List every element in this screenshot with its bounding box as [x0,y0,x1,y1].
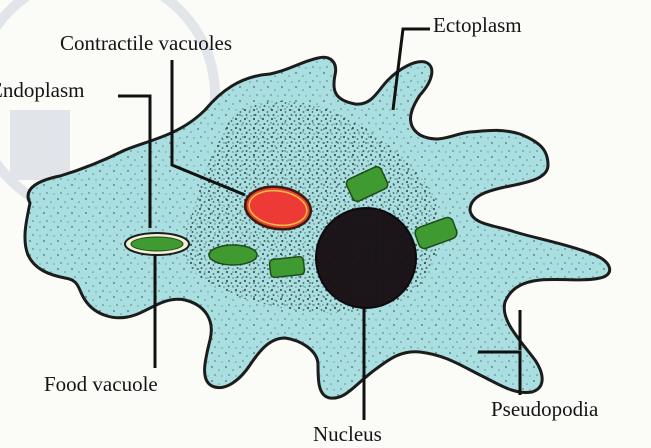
label-ectoplasm: Ectoplasm [433,15,522,36]
label-food-vacuole: Food vacuole [44,374,158,395]
food-particle [269,256,305,277]
food-vacuole-content [131,237,183,251]
label-contractile-vacuoles: Contractile vacuoles [60,33,232,54]
label-endoplasm: Endoplasm [0,80,85,101]
label-nucleus: Nucleus [313,424,382,445]
nucleus-texture [318,210,414,306]
label-pseudopodia: Pseudopodia [491,399,598,420]
food-particle [209,245,257,265]
